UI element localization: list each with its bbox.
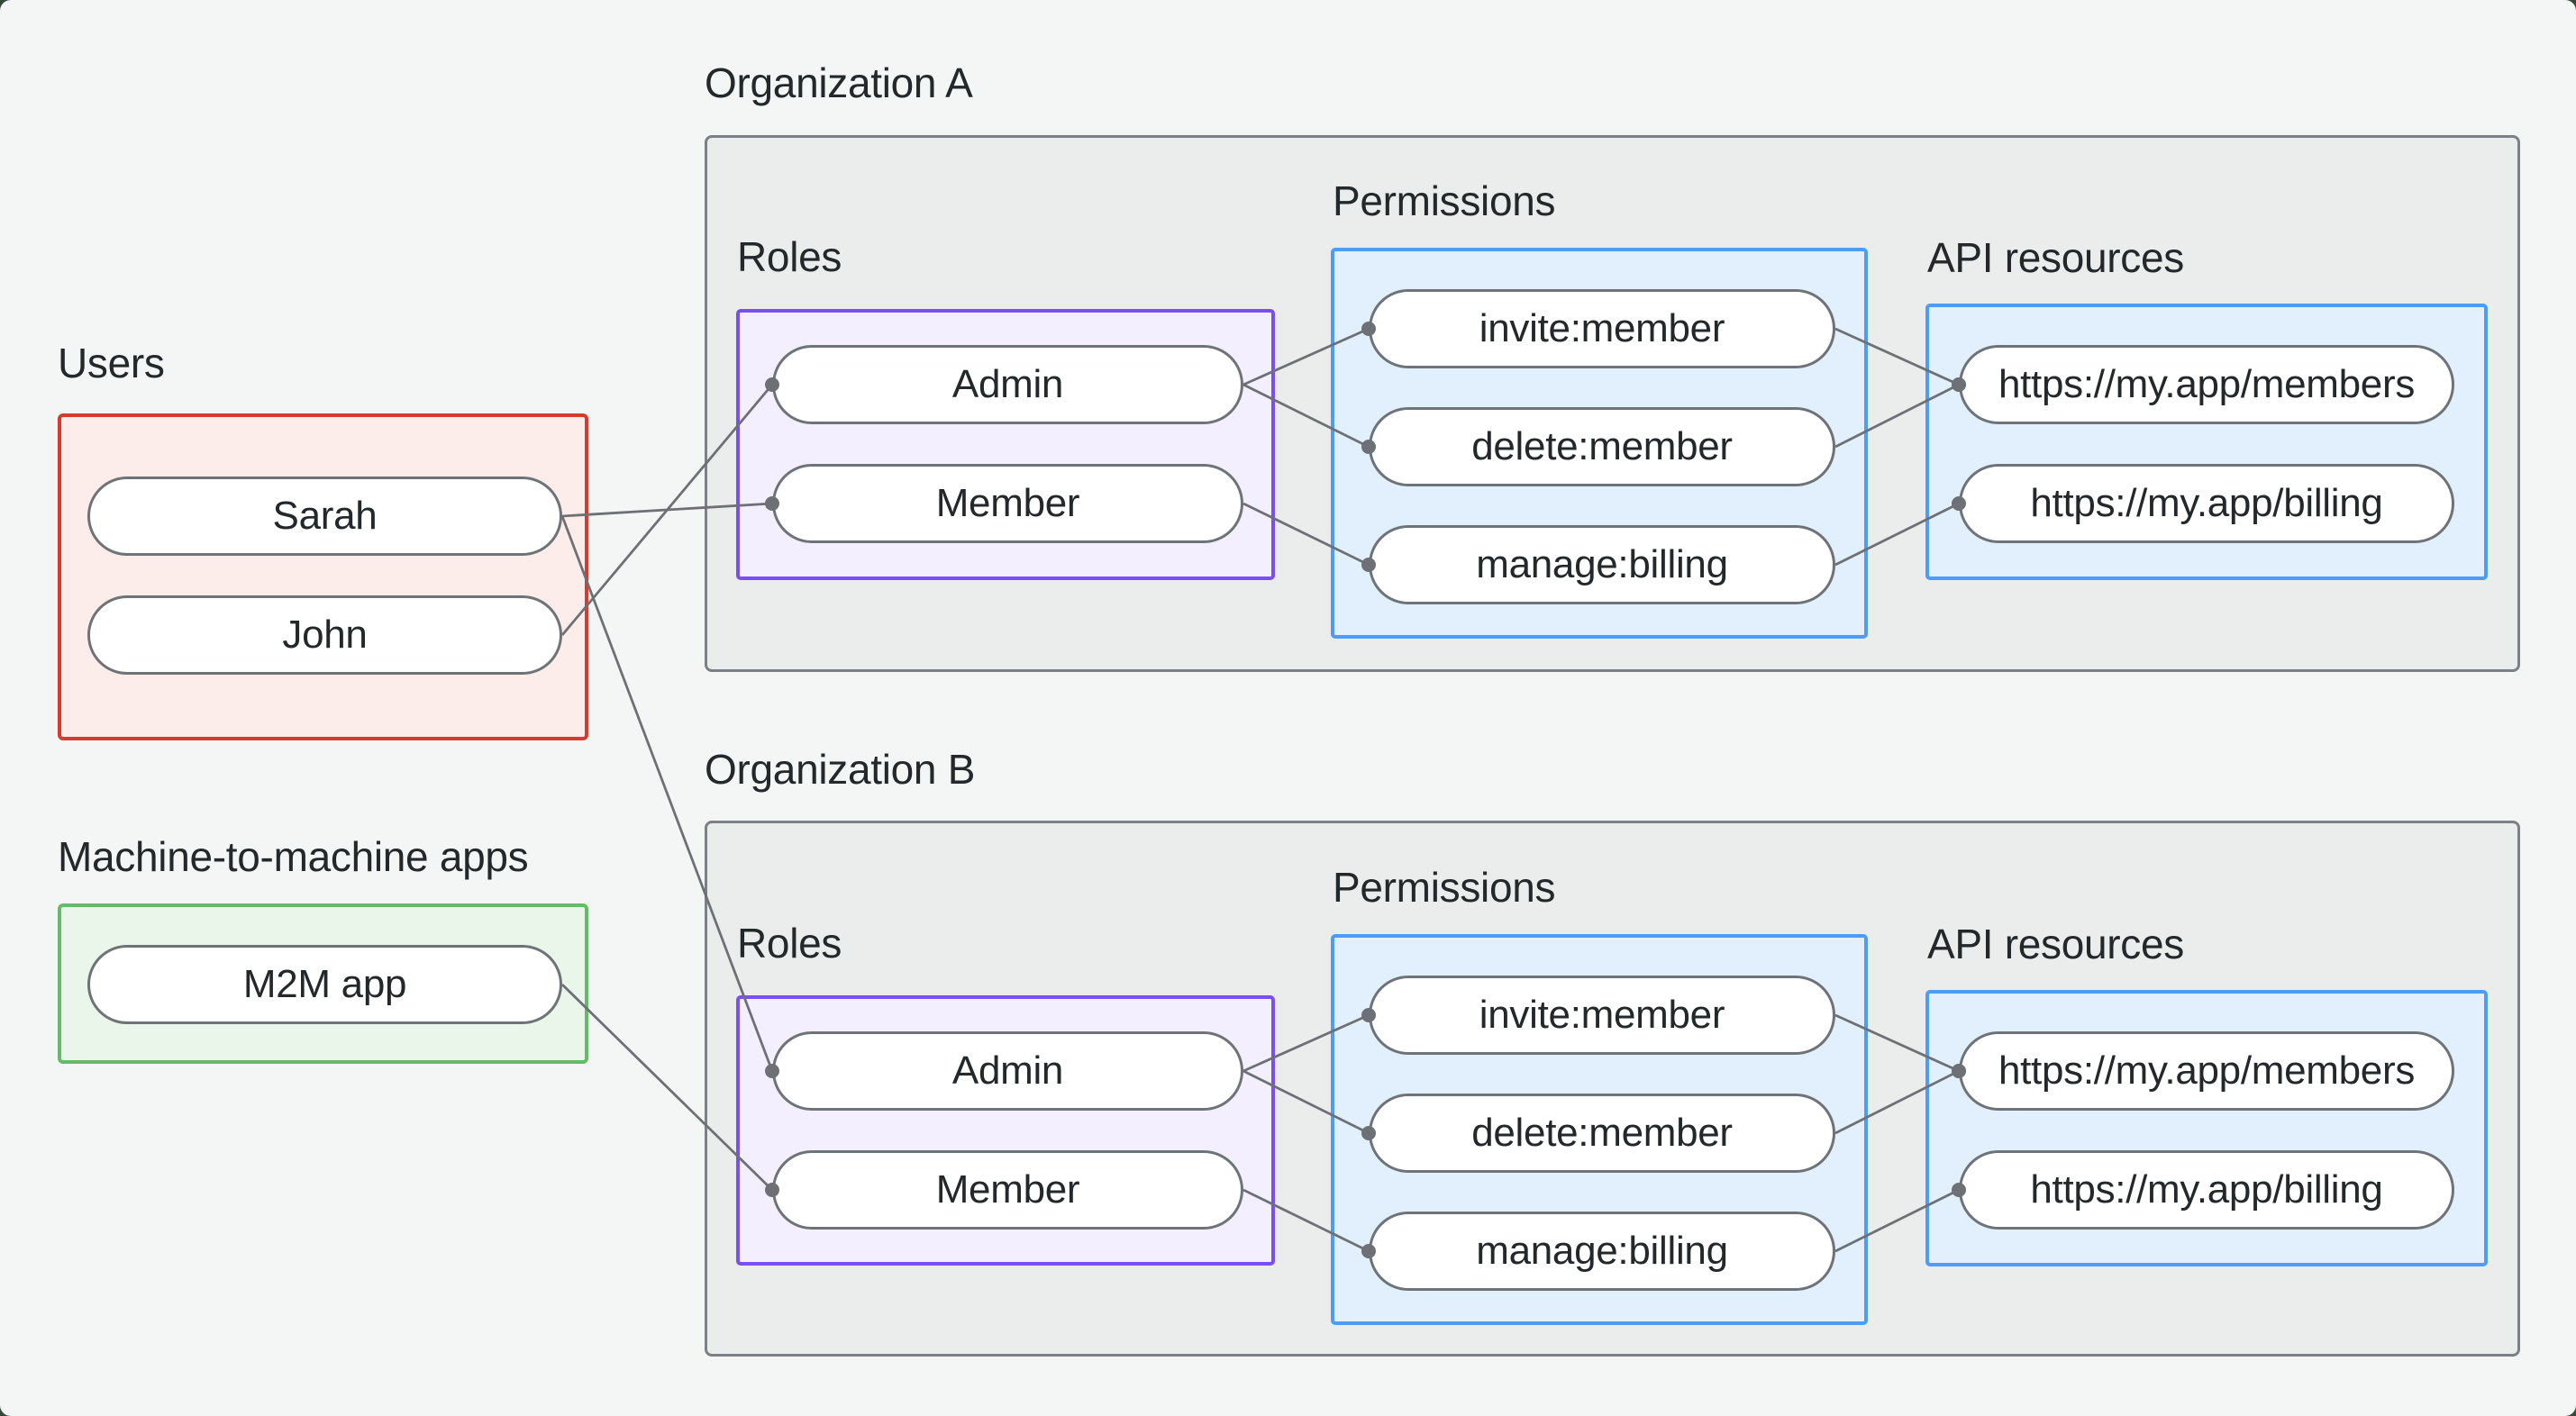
node-org-a-api-billing: https://my.app/billing <box>1959 464 2454 543</box>
node-label: https://my.app/billing <box>2030 1167 2383 1212</box>
org-b-permissions-title: Permissions <box>1333 864 1556 911</box>
node-org-a-api-members: https://my.app/members <box>1959 345 2454 424</box>
node-label: Member <box>935 1167 1080 1212</box>
node-org-b-role-member: Member <box>772 1150 1243 1230</box>
node-org-b-api-members: https://my.app/members <box>1959 1031 2454 1111</box>
node-org-a-perm-manage: manage:billing <box>1369 525 1835 604</box>
node-label: https://my.app/members <box>1998 362 2416 406</box>
node-label: https://my.app/billing <box>2030 481 2383 525</box>
org-a-title: Organization A <box>705 59 973 106</box>
node-org-b-perm-invite: invite:member <box>1369 976 1835 1055</box>
org-a-permissions-title: Permissions <box>1333 177 1556 224</box>
node-org-a-role-member: Member <box>772 464 1243 543</box>
node-org-b-role-admin: Admin <box>772 1031 1243 1111</box>
m2m-group-title: Machine-to-machine apps <box>58 833 529 880</box>
node-label: delete:member <box>1471 1111 1733 1155</box>
org-b-roles-title: Roles <box>737 920 842 967</box>
node-org-b-perm-delete: delete:member <box>1369 1094 1835 1173</box>
node-m2m-app: M2M app <box>87 945 562 1024</box>
node-label: manage:billing <box>1476 1229 1728 1273</box>
node-label: manage:billing <box>1476 542 1728 586</box>
node-user-sarah: Sarah <box>87 477 562 556</box>
node-org-a-role-admin: Admin <box>772 345 1243 424</box>
node-org-b-api-billing: https://my.app/billing <box>1959 1150 2454 1230</box>
node-org-a-perm-invite: invite:member <box>1369 289 1835 368</box>
node-label: Sarah <box>272 494 378 538</box>
org-b-api-title: API resources <box>1927 921 2184 967</box>
node-org-b-perm-manage: manage:billing <box>1369 1212 1835 1291</box>
users-group-frame <box>58 413 588 740</box>
node-label: M2M app <box>242 962 407 1006</box>
node-label: https://my.app/members <box>1998 1048 2416 1093</box>
node-label: John <box>282 613 368 657</box>
org-a-api-title: API resources <box>1927 234 2184 281</box>
node-user-john: John <box>87 595 562 675</box>
node-org-a-perm-delete: delete:member <box>1369 407 1835 486</box>
node-label: Member <box>935 481 1080 525</box>
node-label: Admin <box>951 362 1064 406</box>
users-group-title: Users <box>58 340 165 386</box>
node-label: Admin <box>951 1048 1064 1093</box>
node-label: delete:member <box>1471 424 1733 468</box>
org-a-roles-title: Roles <box>737 233 842 280</box>
org-b-title: Organization B <box>705 746 976 793</box>
node-label: invite:member <box>1479 993 1725 1037</box>
node-label: invite:member <box>1479 306 1725 350</box>
